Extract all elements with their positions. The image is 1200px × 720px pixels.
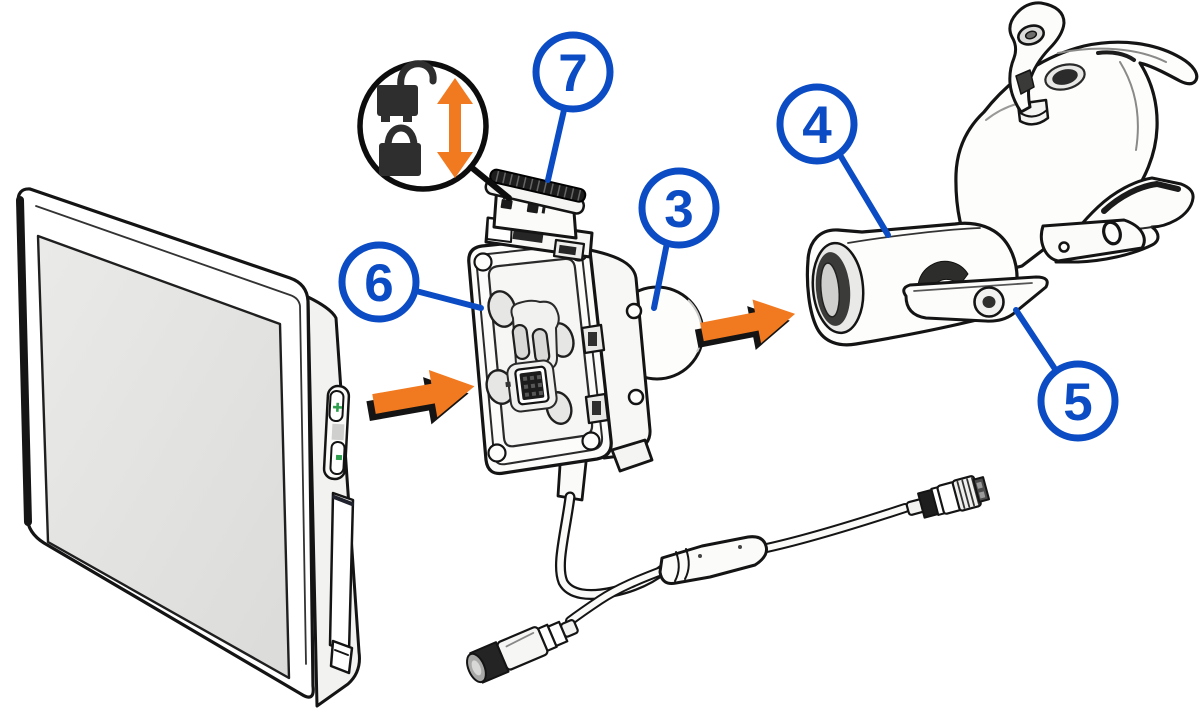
callout-circle bbox=[638, 167, 720, 249]
tablet-side-controls bbox=[322, 384, 355, 675]
rail-clip-slot bbox=[558, 244, 577, 256]
plus-mark-icon bbox=[332, 402, 343, 412]
callout-number: 5 bbox=[1063, 373, 1092, 432]
socket-arm-assembly bbox=[805, 221, 1049, 347]
callout-number: 3 bbox=[664, 180, 693, 239]
junction-ring bbox=[684, 548, 690, 580]
power-contact-block bbox=[505, 365, 550, 406]
leader-line bbox=[413, 288, 484, 311]
callout-6: 6 bbox=[338, 241, 484, 323]
callout-7: 7 bbox=[532, 31, 614, 183]
claw-clamp bbox=[954, 1, 1199, 302]
flange-foot bbox=[610, 438, 654, 473]
slot-latch-line bbox=[334, 649, 349, 656]
cable-to-left bbox=[567, 567, 667, 624]
lever-seam bbox=[913, 282, 1033, 292]
hinge-pin-hole bbox=[1058, 241, 1070, 253]
contact-pins bbox=[522, 374, 544, 397]
tablet-screen[interactable] bbox=[36, 234, 291, 680]
bezel-inner-line bbox=[35, 205, 307, 665]
corner-screw bbox=[487, 443, 507, 463]
connector-face-pin bbox=[471, 660, 482, 676]
callout-circle bbox=[338, 241, 420, 323]
right-power-connector[interactable] bbox=[904, 473, 991, 524]
callout-4: 4 bbox=[776, 83, 891, 238]
index-dot bbox=[505, 381, 511, 388]
power-cable bbox=[463, 473, 991, 686]
arm-top-seam bbox=[847, 227, 981, 244]
callout-circle bbox=[776, 83, 858, 165]
junction-ring bbox=[674, 551, 680, 582]
flange-bump-bottom bbox=[627, 388, 645, 406]
left-power-connector[interactable] bbox=[463, 611, 582, 686]
socket-cup-inner bbox=[819, 262, 841, 318]
screw-well-hole bbox=[1052, 69, 1078, 85]
side-clip-slot bbox=[592, 401, 601, 415]
grip-ribs bbox=[495, 170, 582, 201]
lever-pivot-hole bbox=[982, 296, 996, 308]
lock-unlock-badge bbox=[357, 60, 512, 201]
knob-hole bbox=[1024, 30, 1038, 40]
barrel-seam bbox=[505, 631, 535, 648]
device-to-mount-arrow bbox=[366, 369, 475, 425]
tablet-left-edge bbox=[16, 196, 32, 526]
callout-circle bbox=[532, 31, 614, 113]
magnetic-mount-plate bbox=[467, 235, 613, 476]
corner-screw bbox=[473, 252, 493, 272]
callout-3: 3 bbox=[638, 167, 720, 311]
corner-screw bbox=[581, 431, 601, 451]
leader-line bbox=[545, 107, 567, 183]
card-slot-top-edge bbox=[332, 495, 354, 506]
slot-latch[interactable] bbox=[329, 639, 354, 675]
unlocked-padlock-icon bbox=[377, 60, 437, 122]
junction-screw bbox=[738, 545, 742, 549]
jaw-grip-band bbox=[1101, 181, 1181, 214]
right-arrow-icon bbox=[372, 369, 475, 418]
alignment-slot bbox=[531, 327, 551, 365]
badge-circle bbox=[357, 60, 489, 192]
body-dark-accent bbox=[1096, 50, 1136, 62]
ribbed-grip-cap[interactable] bbox=[484, 168, 587, 215]
leader-line bbox=[1013, 307, 1058, 372]
flange-bump-top bbox=[625, 302, 643, 320]
leader-line bbox=[837, 152, 891, 238]
cable-to-right bbox=[759, 505, 908, 552]
callout-number: 7 bbox=[558, 44, 587, 103]
right-arrow-icon bbox=[700, 299, 796, 344]
callout-circle bbox=[1037, 360, 1119, 442]
hinge-hole bbox=[1102, 220, 1122, 246]
locked-padlock-icon bbox=[379, 124, 421, 176]
card-slot[interactable] bbox=[328, 491, 355, 654]
mount-to-clamp-arrow bbox=[694, 299, 796, 350]
callout-5: 5 bbox=[1013, 307, 1119, 442]
tablet-device bbox=[16, 187, 361, 708]
junction-screw bbox=[698, 554, 702, 558]
leader-line bbox=[651, 240, 670, 311]
vertical-double-arrow-icon bbox=[437, 78, 473, 178]
body-seam-right bbox=[1119, 61, 1139, 151]
side-clip-slot bbox=[588, 332, 597, 346]
callouts: 3 4 5 6 7 bbox=[338, 31, 1119, 442]
knob-facet bbox=[1015, 69, 1035, 95]
callout-number: 4 bbox=[802, 96, 832, 155]
y-splitter-junction bbox=[658, 535, 768, 585]
body-seam-top bbox=[1057, 47, 1167, 63]
alignment-slot bbox=[511, 323, 531, 361]
badge-pointer-line bbox=[468, 164, 512, 201]
button-gap bbox=[331, 423, 345, 441]
callout-number: 6 bbox=[364, 254, 393, 313]
green-dot-mark bbox=[335, 454, 343, 461]
latch-assembly bbox=[484, 168, 594, 262]
